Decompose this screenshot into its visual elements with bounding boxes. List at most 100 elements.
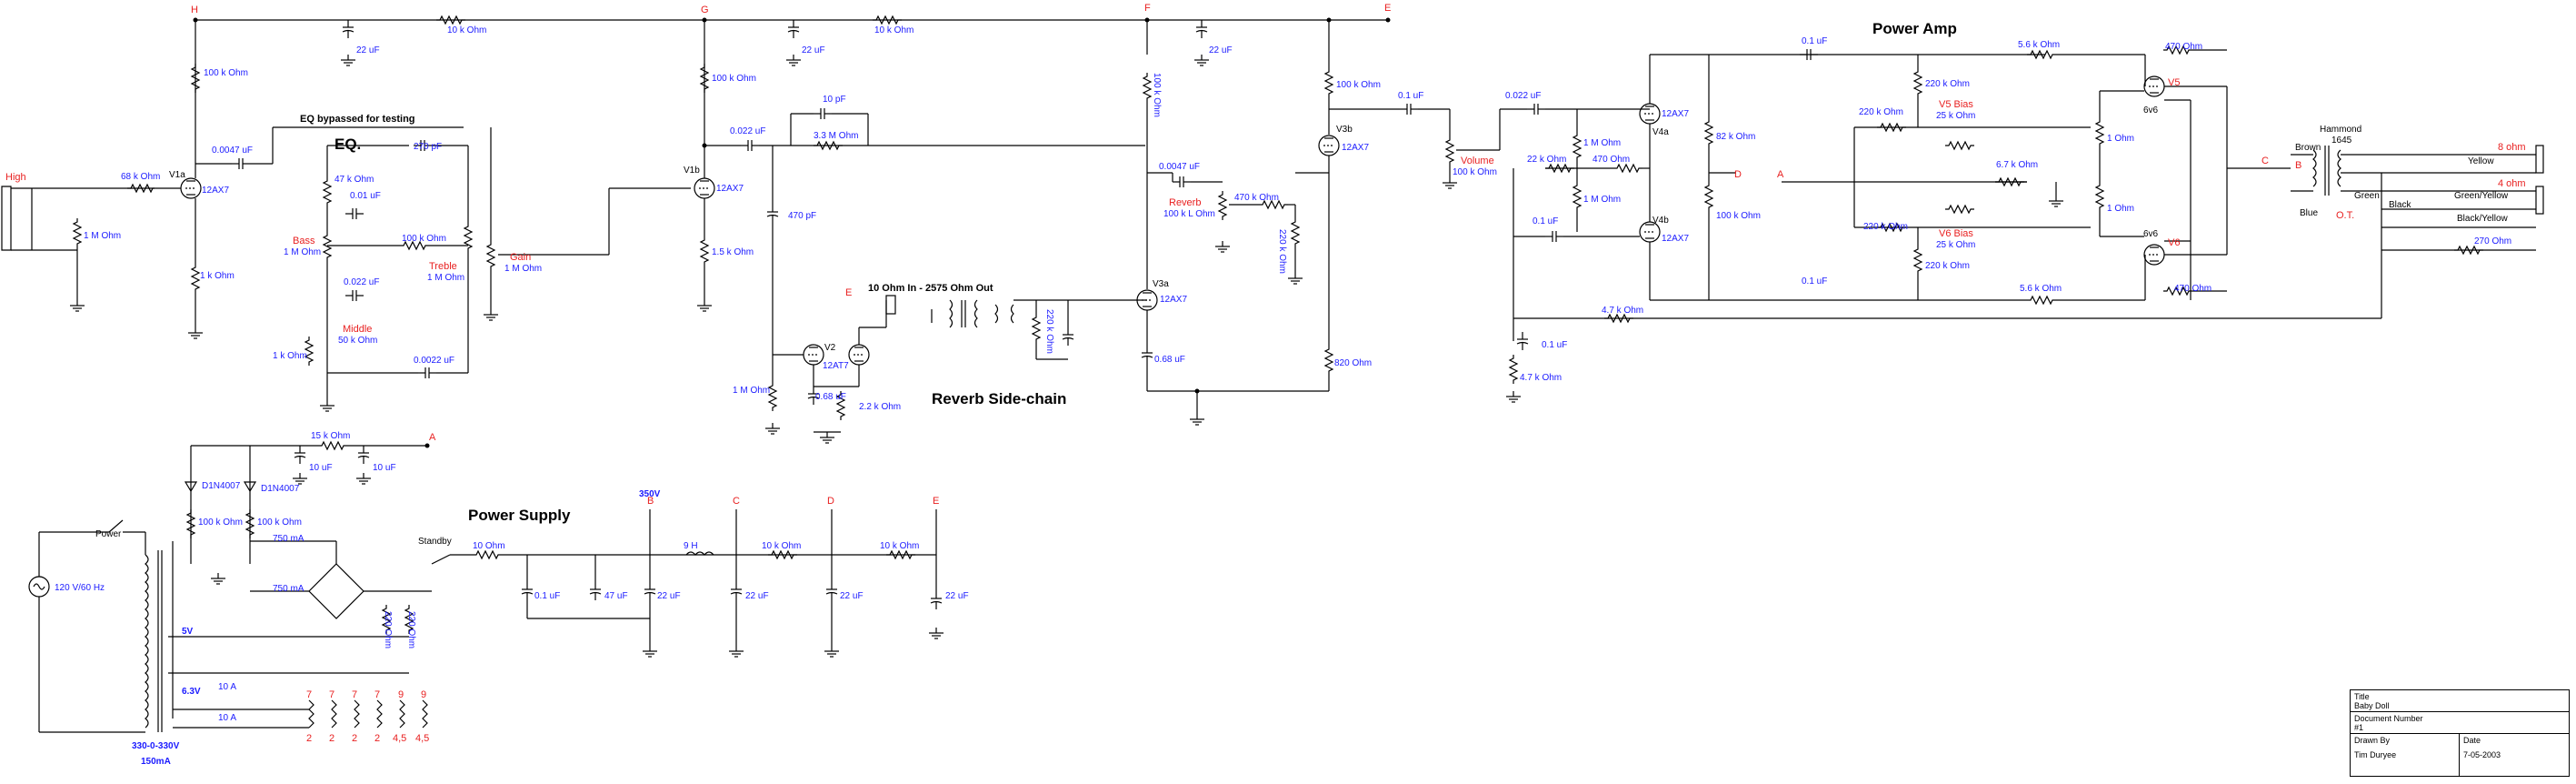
ps-r-220-1: 220 Ohm [383,611,393,648]
feedback-network [1505,314,1634,403]
pa-r-470: 470 Ohm [1593,155,1630,165]
pa-c-01-fb: 0.1 uF [1542,340,1567,350]
preamp-v1b [694,20,1145,435]
reverb-transformer-note: 10 Ohm In - 2575 Ohm Out [868,283,993,294]
pa-r-220k-b: 220 k Ohm [1863,222,1908,232]
ps-fuse-750-1: 750 mA [273,534,305,544]
phase-inverter [1500,54,2027,323]
pin-bot-3: 2 [352,733,357,744]
pa-r-47k-gnd: 4.7 k Ohm [1520,373,1562,383]
pa-r-220k-t: 220 k Ohm [1925,79,1970,89]
preamp-v3 [1136,20,1501,426]
ps-r-10k-c: 10 k Ohm [762,541,801,551]
title-key: Title [2354,692,2370,701]
pa-r-82k: 82 k Ohm [1716,132,1755,142]
c-coupling-2: 0.022 uF [730,126,765,136]
pa-c-in: 0.022 uF [1505,91,1541,101]
doc-value: #1 [2354,723,2364,732]
eq-network [305,127,691,412]
ps-10a-1: 10 A [218,682,236,692]
ps-mains: 120 V/60 Hz [55,583,105,593]
pa-r-1meg-a: 1 M Ohm [1583,138,1621,148]
c-v3a: 0.0047 uF [1159,162,1200,172]
pa-r-220k-bot: 220 k Ohm [1925,261,1970,271]
r-plate-v3a: 100 k Ohm [1152,73,1162,117]
ps-r-15k: 15 k Ohm [311,431,350,441]
c-top-f: 22 uF [1209,45,1233,55]
title-cell: Title Baby Doll [2351,690,2569,712]
pin-top-2: 7 [329,689,334,700]
ps-c-10-2: 10 uF [373,463,396,473]
drawn-key: Drawn By [2354,736,2391,745]
wire-green: Green [2354,191,2380,201]
v5-bias-label: V5 Bias [1939,99,1973,110]
ps-c-22-d: 22 uF [840,591,864,601]
pa-r-47k-fb: 4.7 k Ohm [1602,306,1643,316]
v3a-type: 12AX7 [1160,295,1187,305]
c-01-v3b: 0.1 uF [1398,91,1423,101]
title-eq: EQ. [334,136,361,153]
c-eq-2: 0.022 uF [344,277,379,287]
gain-label: Gain [510,252,531,263]
bias-network [1782,45,2228,305]
pa-c-01-bot: 0.1 uF [1802,276,1827,286]
pin-bot-5: 4,5 [393,733,406,744]
c-eq-3: 0.0022 uF [414,356,454,366]
node-a-ps: A [429,432,436,443]
node-e: E [1384,3,1391,14]
pa-r-220k-a: 220 k Ohm [1859,107,1903,117]
power-supply [28,441,944,733]
ps-tx-volt: 330-0-330V [132,741,180,751]
preamp-v1a [1,20,464,339]
ps-c-01: 0.1 uF [534,591,560,601]
doc-key: Document Number [2354,714,2423,723]
ot-maker: Hammond [2320,125,2361,135]
ps-c-10-1: 10 uF [309,463,333,473]
pa-r-67k: 6.7 k Ohm [1996,160,2038,170]
ps-choke: 9 H [684,541,698,551]
power-supply-labels: Power 120 V/60 Hz D1N4007 D1N4007 100 k … [55,431,969,767]
volume-value: 100 k Ohm [1453,167,1497,177]
v3b-type: 12AX7 [1342,143,1369,153]
ps-c-47: 47 uF [604,591,628,601]
r-eq-bot: 1 k Ohm [273,351,307,361]
bass-label: Bass [293,236,315,246]
node-labels: H G F E E A D B C A B C D E [191,3,2301,507]
node-e-ps: E [933,496,939,507]
input-high: High [5,172,26,183]
spk-4ohm: 4 ohm [2498,178,2526,189]
pa-r-470-t: 470 Ohm [2165,42,2202,52]
c-eq-1: 0.01 uF [350,191,381,201]
wire-black: Black [2389,200,2411,210]
r-plate-v1b: 100 k Ohm [712,74,756,84]
c-top-g: 22 uF [802,45,825,55]
v4b-label: V4b [1652,216,1669,226]
node-e-reverb: E [845,287,852,298]
ot-model: 1645 [2331,136,2352,146]
v4a-type: 12AX7 [1662,109,1689,119]
node-a-pa: A [1777,169,1784,180]
c-top-h: 22 uF [356,45,380,55]
v1b-label: V1b [684,166,700,176]
node-c-ps: C [733,496,740,507]
pin-top-5: 9 [398,689,404,700]
v3a-label: V3a [1153,279,1169,289]
date-cell: Date 7-05-2003 [2460,734,2569,776]
r-470k: 470 k Ohm [1234,193,1279,203]
r-220k-v3: 220 k Ohm [1277,229,1287,274]
node-c-pa: C [2261,156,2269,166]
wire-green-yellow: Green/Yellow [2454,191,2509,201]
pin-top-6: 9 [421,689,426,700]
pin-bot-4: 2 [374,733,380,744]
r-top-1: 10 k Ohm [447,25,486,35]
ps-6v3: 6.3V [182,687,201,697]
title-block: Title Baby Doll Document Number #1 Drawn… [2350,689,2570,777]
pa-r-270: 270 Ohm [2474,236,2511,246]
v1a-type: 12AX7 [202,186,229,196]
c-eq-top: 270 pF [414,142,442,152]
pa-r-56k-b: 5.6 k Ohm [2020,284,2062,294]
pa-r-1meg-b: 1 M Ohm [1583,195,1621,205]
ps-350v: 350V [639,489,661,499]
reverb-label: Reverb [1169,197,1201,208]
ps-c-22-e: 22 uF [945,591,969,601]
